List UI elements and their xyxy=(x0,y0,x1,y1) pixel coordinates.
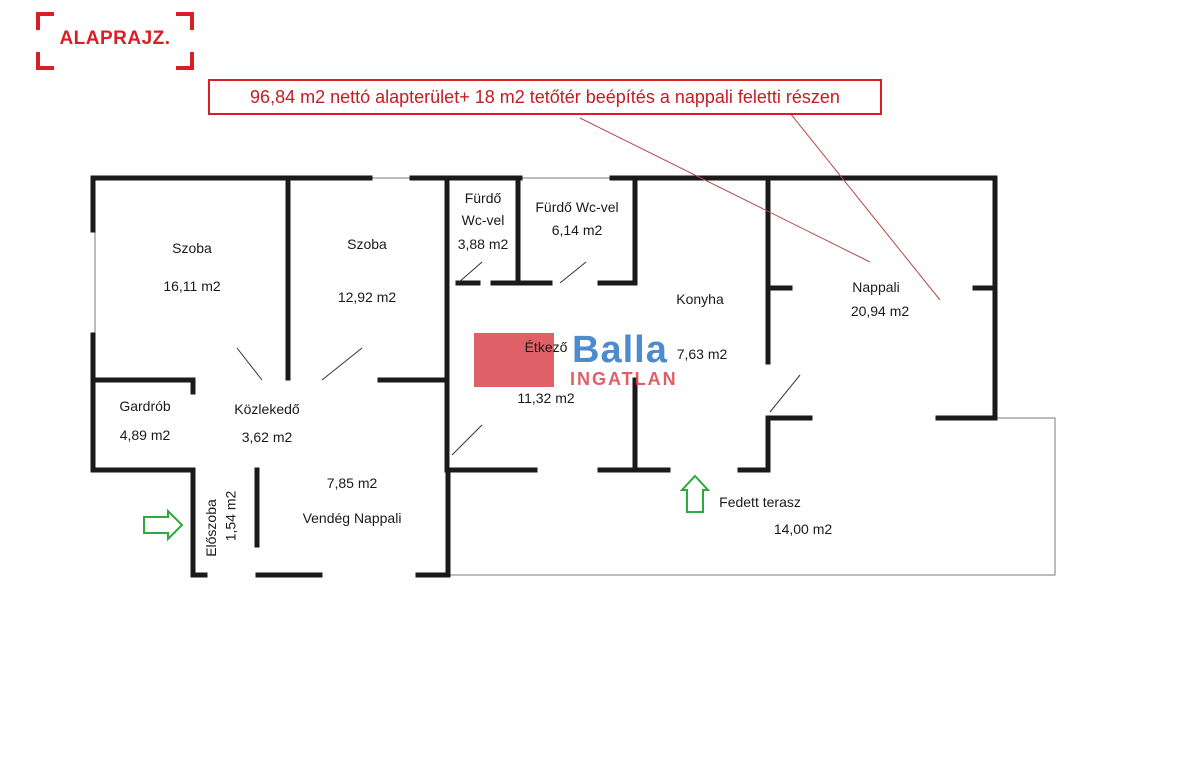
room-eloszoba-area: 1,54 m2 xyxy=(222,490,239,542)
room-furdo1-name1: Fürdő xyxy=(464,190,502,206)
room-furdo2-area: 6,14 m2 xyxy=(551,222,603,238)
room-etkezo-name: Étkező xyxy=(524,339,568,355)
door-swings xyxy=(236,261,801,456)
area-note: 96,84 m2 nettó alapterület+ 18 m2 tetőté… xyxy=(208,79,882,115)
room-konyha-area: 7,63 m2 xyxy=(676,346,728,362)
terrace-arrow xyxy=(679,474,711,513)
room-furdo2-name: Fürdő Wc-vel xyxy=(535,199,619,215)
room-vendeg-name: Vendég Nappali xyxy=(302,510,402,526)
annotation-leader-lines xyxy=(579,112,941,301)
room-terasz-area: 14,00 m2 xyxy=(773,521,833,537)
room-kozlekedo-area: 3,62 m2 xyxy=(241,429,293,445)
room-kozlekedo-name: Közlekedő xyxy=(234,401,300,417)
room-eloszoba-name: Előszoba xyxy=(202,499,219,557)
watermark-brand: Balla xyxy=(572,329,668,371)
room-etkezo-area: 11,32 m2 xyxy=(517,390,575,406)
room-furdo1-area: 3,88 m2 xyxy=(457,236,509,252)
room-nappali-area: 20,94 m2 xyxy=(850,303,910,319)
room-gardrob-name: Gardrób xyxy=(119,398,171,414)
room-szoba1-name: Szoba xyxy=(172,240,212,256)
room-szoba1-area: 16,11 m2 xyxy=(163,278,221,294)
room-furdo1-name2: Wc-vel xyxy=(461,212,505,228)
room-gardrob-area: 4,89 m2 xyxy=(119,427,171,443)
badge-title: ALAPRAJZ. xyxy=(59,28,171,49)
room-szoba2-area: 12,92 m2 xyxy=(337,289,397,305)
room-konyha-name: Konyha xyxy=(676,291,724,307)
balla-watermark: Balla INGATLAN xyxy=(474,329,734,389)
watermark-sub: INGATLAN xyxy=(570,369,678,389)
house-logo-icon xyxy=(474,333,554,387)
room-terasz-name: Fedett terasz xyxy=(719,494,801,510)
room-szoba2-name: Szoba xyxy=(347,236,387,252)
walls xyxy=(90,175,998,578)
room-nappali-name: Nappali xyxy=(852,279,900,295)
entrance-arrow xyxy=(143,508,184,542)
room-vendeg-area: 7,85 m2 xyxy=(326,475,378,491)
floorplan-badge: ALAPRAJZ. xyxy=(36,12,194,70)
